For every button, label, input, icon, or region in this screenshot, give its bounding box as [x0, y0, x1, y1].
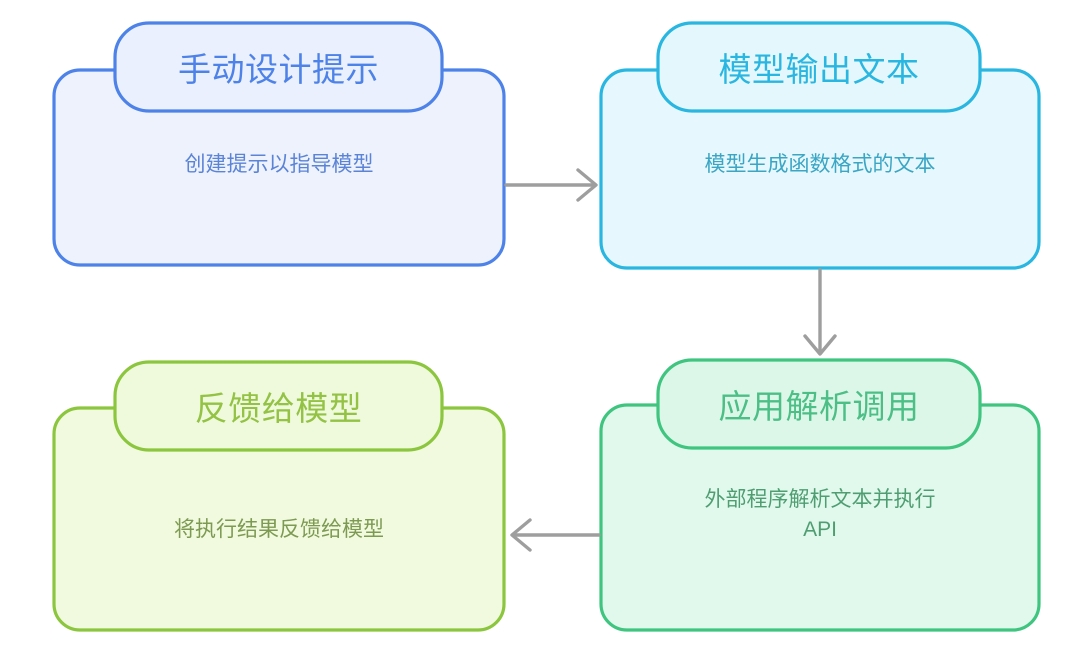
arrow-prompt-to-output — [504, 168, 598, 202]
node-model-output-title-badge[interactable] — [656, 21, 982, 113]
node-app-parse-call-title-badge[interactable] — [656, 358, 982, 450]
node-model-output-body-label: 模型生成函数格式的文本 — [704, 152, 936, 176]
node-app-parse-call-body-line2: API — [803, 518, 837, 541]
node-manual-prompt[interactable] — [52, 21, 506, 267]
node-app-parse-call-body-label: 外部程序解析文本并执行 API — [601, 470, 1039, 560]
arrow-parse-to-feedback — [510, 518, 601, 552]
node-app-parse-call-body-line1: 外部程序解析文本并执行 — [704, 487, 936, 511]
node-manual-prompt-body-label: 创建提示以指导模型 — [184, 152, 374, 176]
node-manual-prompt-title-label: 手动设计提示 — [178, 51, 379, 88]
node-feedback-model-title-label: 反馈给模型 — [194, 390, 363, 427]
arrow-output-to-parse — [803, 268, 837, 356]
node-app-parse-call-title-label: 应用解析调用 — [718, 388, 920, 425]
node-manual-prompt-title-badge[interactable] — [113, 21, 444, 113]
node-feedback-model-body-label: 将执行结果反馈给模型 — [174, 517, 384, 541]
node-model-output[interactable] — [599, 21, 1041, 270]
node-feedback-model[interactable] — [52, 360, 506, 632]
node-model-output-title-label: 模型输出文本 — [718, 51, 920, 88]
node-app-parse-call[interactable] — [599, 358, 1041, 632]
node-feedback-model-title-badge[interactable] — [113, 360, 444, 452]
